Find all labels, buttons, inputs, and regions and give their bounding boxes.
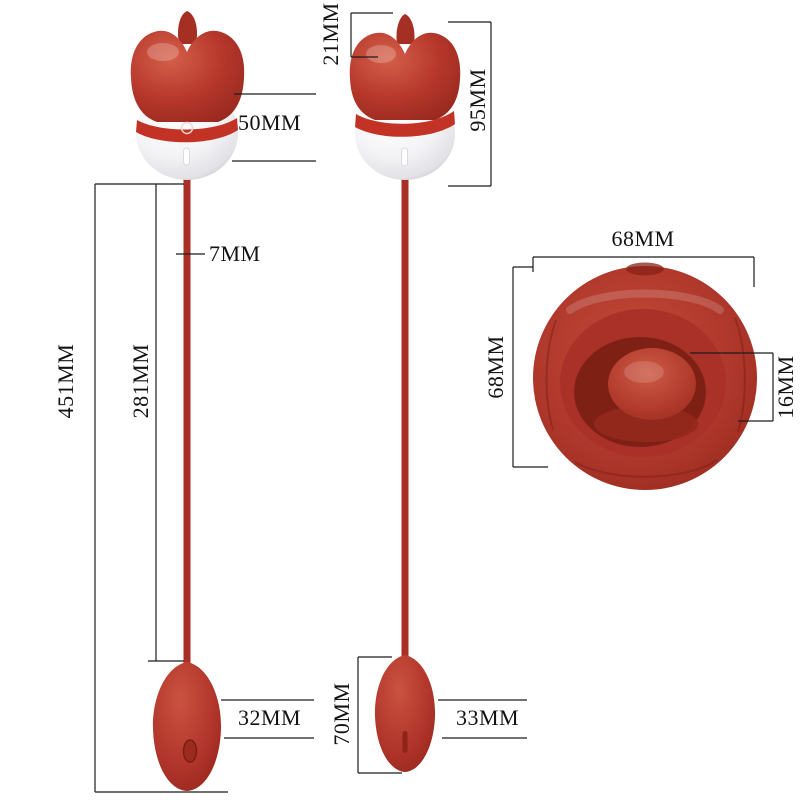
dim-label-total-length: 451MM xyxy=(53,343,78,419)
mouth-tongue-highlight xyxy=(624,361,664,383)
device-side-band xyxy=(355,111,455,137)
device-side-head xyxy=(349,32,461,120)
dim-label-mouth-tongue-height: 16MM xyxy=(773,355,798,419)
dimension-lines xyxy=(94,12,774,793)
dim-label-stem-length: 281MM xyxy=(128,343,153,419)
dim-label-mouth-height: 68MM xyxy=(483,335,508,399)
mouth-wrinkle-bottom xyxy=(574,459,718,478)
device-side-tongue xyxy=(396,14,415,44)
device-side-egg-slit xyxy=(402,731,408,753)
dim-label-right-egg-diameter: 33MM xyxy=(456,705,520,730)
device-side-egg xyxy=(374,655,436,772)
mouth-wrinkle-left xyxy=(545,319,557,431)
dim-label-mouth-width: 68MM xyxy=(611,226,675,251)
mouth-tongue xyxy=(608,348,696,420)
dim-label-head-height: 95MM xyxy=(465,68,490,132)
device-front-view xyxy=(130,11,245,791)
dim-label-head-diameter: 50MM xyxy=(238,110,302,135)
dim-label-tongue-height: 21MM xyxy=(318,2,343,66)
device-front-tongue xyxy=(177,11,197,44)
device-side-head-highlight xyxy=(366,45,396,63)
device-side-led xyxy=(401,147,408,167)
device-side-view xyxy=(349,14,461,772)
device-front-head xyxy=(130,30,245,122)
device-front-egg xyxy=(152,662,222,791)
mouth-top-cleft xyxy=(626,262,664,276)
dim-label-right-egg-length: 70MM xyxy=(329,682,354,746)
dim-label-left-egg-diameter: 32MM xyxy=(238,705,302,730)
device-front-band xyxy=(136,118,238,143)
mouth-attachment-view xyxy=(533,262,757,490)
device-front-head-highlight xyxy=(147,43,179,61)
power-button-icon xyxy=(180,121,194,135)
device-front-egg-button xyxy=(182,739,198,763)
device-front-led xyxy=(183,147,190,166)
mouth-highlight xyxy=(566,289,724,314)
dim-label-stem-diameter: 7MM xyxy=(209,241,261,266)
